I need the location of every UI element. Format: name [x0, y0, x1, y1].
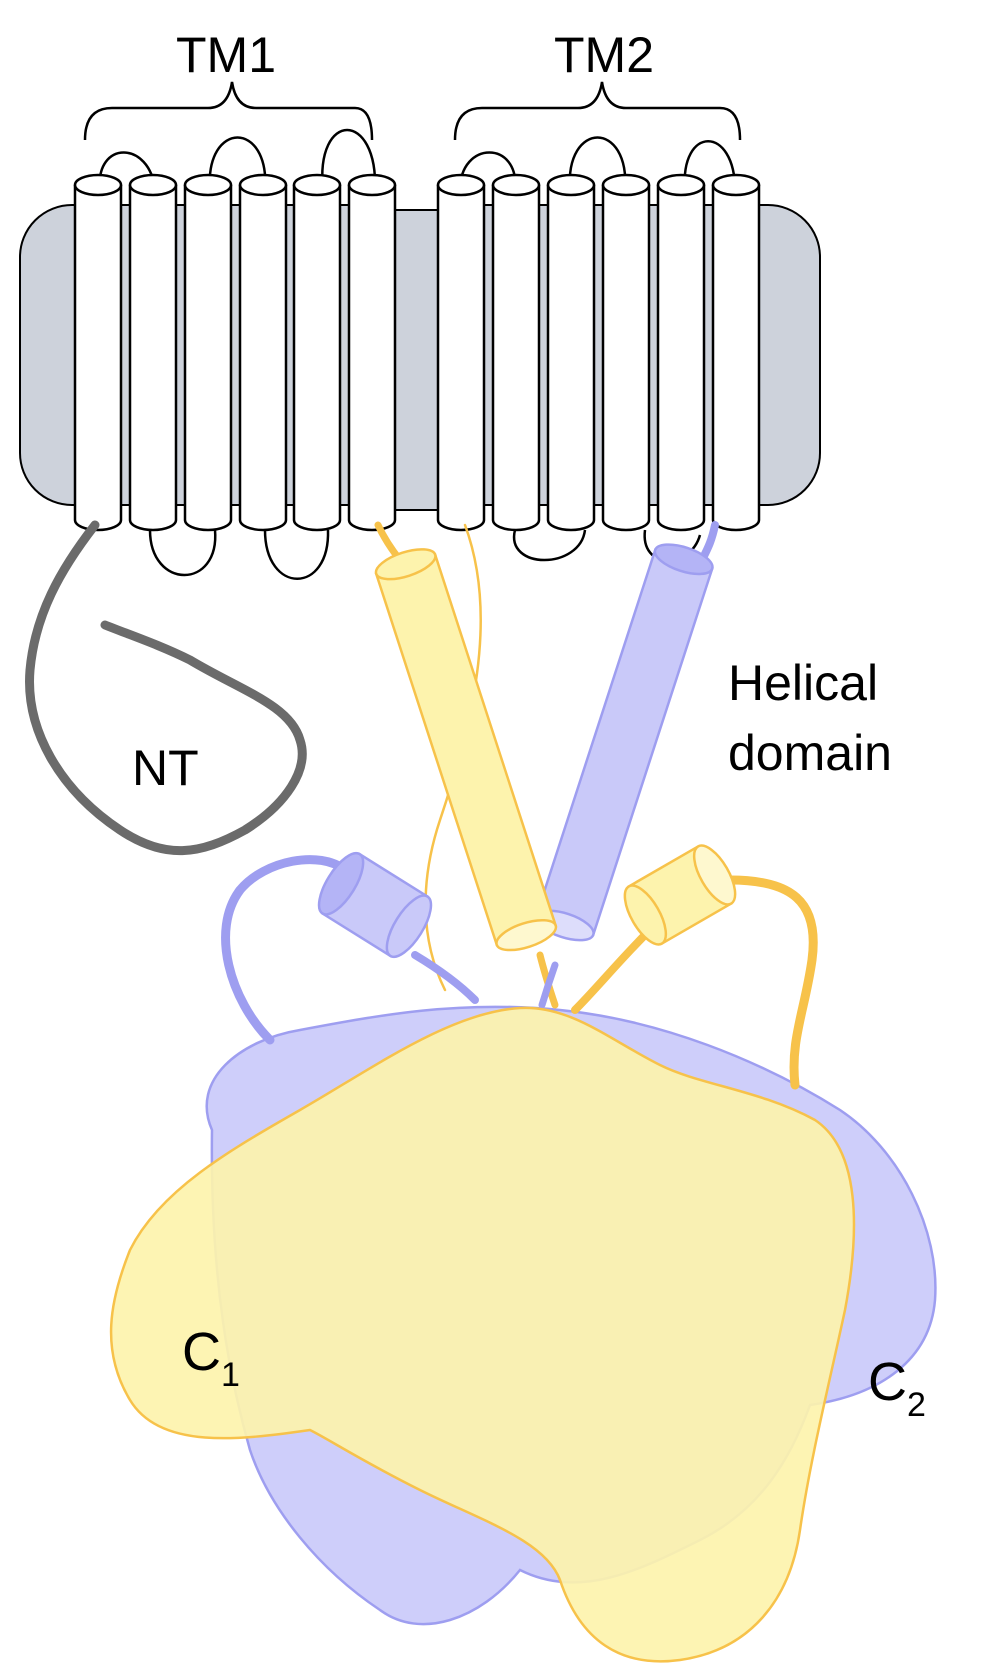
- tm2-label: TM2: [554, 27, 654, 83]
- ec-loop-tm2-b: [568, 136, 627, 191]
- yellow-long-helix: [374, 548, 558, 952]
- helical-domain-label-line2: domain: [728, 725, 892, 781]
- nt-label: NT: [132, 740, 199, 796]
- tm2-bracket: [453, 81, 742, 141]
- tm1-label: TM1: [176, 27, 276, 83]
- c2-label-subscript: 2: [907, 1386, 926, 1424]
- blue-long-helix: [534, 543, 714, 942]
- tm-helix-12: [711, 173, 761, 532]
- membrane-connector: [389, 209, 441, 511]
- c1-domain: [109, 1006, 856, 1663]
- c2-label-letter: C: [868, 1352, 907, 1412]
- tm-helix-5: [292, 173, 342, 532]
- brackets: [83, 81, 742, 141]
- tm1-bracket: [83, 81, 374, 141]
- tm-helix-8: [491, 173, 541, 532]
- ec-loop-tm2-c: [683, 140, 737, 191]
- n-terminus-tail: [25, 520, 307, 856]
- tm-helix-6: [347, 173, 397, 532]
- tm-helix-11: [656, 173, 706, 532]
- c1-label-subscript: 1: [221, 1356, 240, 1394]
- yellow-thin-linker-tm2: [424, 523, 482, 992]
- blue-loop-left: [221, 855, 350, 1045]
- c1-label-letter: C: [182, 1322, 221, 1382]
- yellow-loop-right: [725, 875, 818, 1090]
- blue-linker-tm2: [699, 521, 719, 562]
- tm-helix-7: [436, 173, 486, 532]
- ic-loop-tm1-b: [263, 529, 330, 580]
- blue-linker-left: [411, 951, 479, 1004]
- blue-short-cylinder: [317, 851, 433, 959]
- tm-helix-3: [183, 173, 233, 532]
- helical-domain-label-line1: Helical: [728, 655, 878, 711]
- tm-helix-9: [546, 173, 596, 532]
- ic-loop-tm1-a: [148, 529, 217, 577]
- ec-loop-tm1-b: [208, 136, 267, 191]
- tm-helix-2: [128, 173, 178, 532]
- transmembrane-helices: [73, 173, 761, 532]
- tm-helix-4: [238, 173, 288, 532]
- ic-loop-tm2-a: [512, 529, 587, 562]
- tm-helix-1: [73, 173, 123, 532]
- yellow-linker-right: [571, 931, 649, 1014]
- c2-label: C2: [868, 1352, 926, 1424]
- tm-helix-10: [601, 173, 651, 532]
- c1-label: C1: [182, 1322, 240, 1394]
- yellow-short-cylinder: [623, 844, 737, 946]
- blue-helix-connector: [538, 961, 559, 1009]
- ec-loop-tm1-c: [321, 129, 377, 191]
